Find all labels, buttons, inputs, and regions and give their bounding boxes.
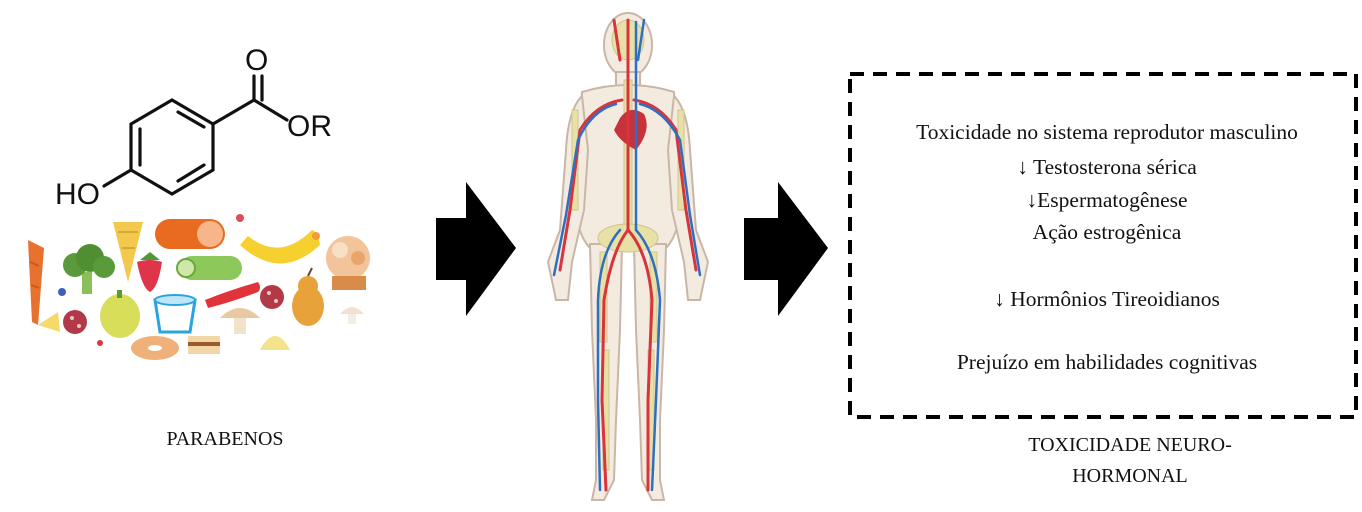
tox-label-line-2: HORMONAL [965, 461, 1295, 492]
paraben-structure [104, 76, 287, 194]
ester-or-label: OR [287, 110, 332, 143]
tox-label-line-1: TOXICIDADE NEURO- [965, 430, 1295, 461]
cake-slice-icon [188, 336, 220, 354]
cupcake-icon [326, 236, 370, 290]
cucumber-icon [177, 256, 242, 280]
hydroxyl-ho-label: HO [55, 178, 100, 211]
pear-icon [292, 268, 324, 326]
broccoli-icon [63, 244, 115, 294]
effect-estrogenic-action: Ação estrogênica [852, 220, 1362, 245]
blueberry-icon [58, 288, 66, 296]
human-body-figure [548, 13, 708, 500]
arrow-body-to-effects [744, 182, 828, 316]
effect-spermatogenesis: ↓Espermatogênese [852, 188, 1362, 213]
arrow-parabens-to-body [436, 182, 516, 316]
banana-icon [240, 230, 320, 264]
sausage-icon [155, 219, 225, 249]
donut-icon [131, 336, 179, 360]
food-collage [28, 214, 370, 360]
carbonyl-oxygen-label: O [245, 44, 268, 77]
grape-icon [236, 214, 244, 222]
ester-bond [254, 100, 287, 120]
arteries [560, 20, 696, 490]
lemon-icon [260, 336, 290, 350]
effect-reproductive-toxicity: Toxicidade no sistema reprodutor masculi… [852, 120, 1362, 145]
mushroom-small-icon [340, 307, 364, 324]
parabens-label: PARABENOS [125, 428, 325, 451]
cheese-icon [38, 312, 60, 332]
ice-cream-cone-icon [113, 222, 143, 282]
neurohormonal-toxicity-label: TOXICIDADE NEURO- HORMONAL [965, 430, 1295, 492]
effect-cognitive-impairment: Prejuízo em habilidades cognitivas [852, 350, 1362, 375]
hydroxyl-bond [104, 170, 131, 186]
effect-thyroid-hormones: ↓ Hormônios Tireoidianos [852, 287, 1362, 312]
yogurt-cup-icon [155, 295, 195, 332]
strawberry-icon [137, 252, 162, 292]
mushroom-icon [220, 308, 260, 334]
benzene-ring [131, 100, 213, 194]
bell-pepper-icon [100, 290, 140, 338]
effect-testosterone: ↓ Testosterona sérica [852, 155, 1362, 180]
carrot-icon [28, 240, 44, 325]
chili-pepper-icon [205, 282, 260, 308]
ring-carbonyl-bond [213, 100, 254, 124]
